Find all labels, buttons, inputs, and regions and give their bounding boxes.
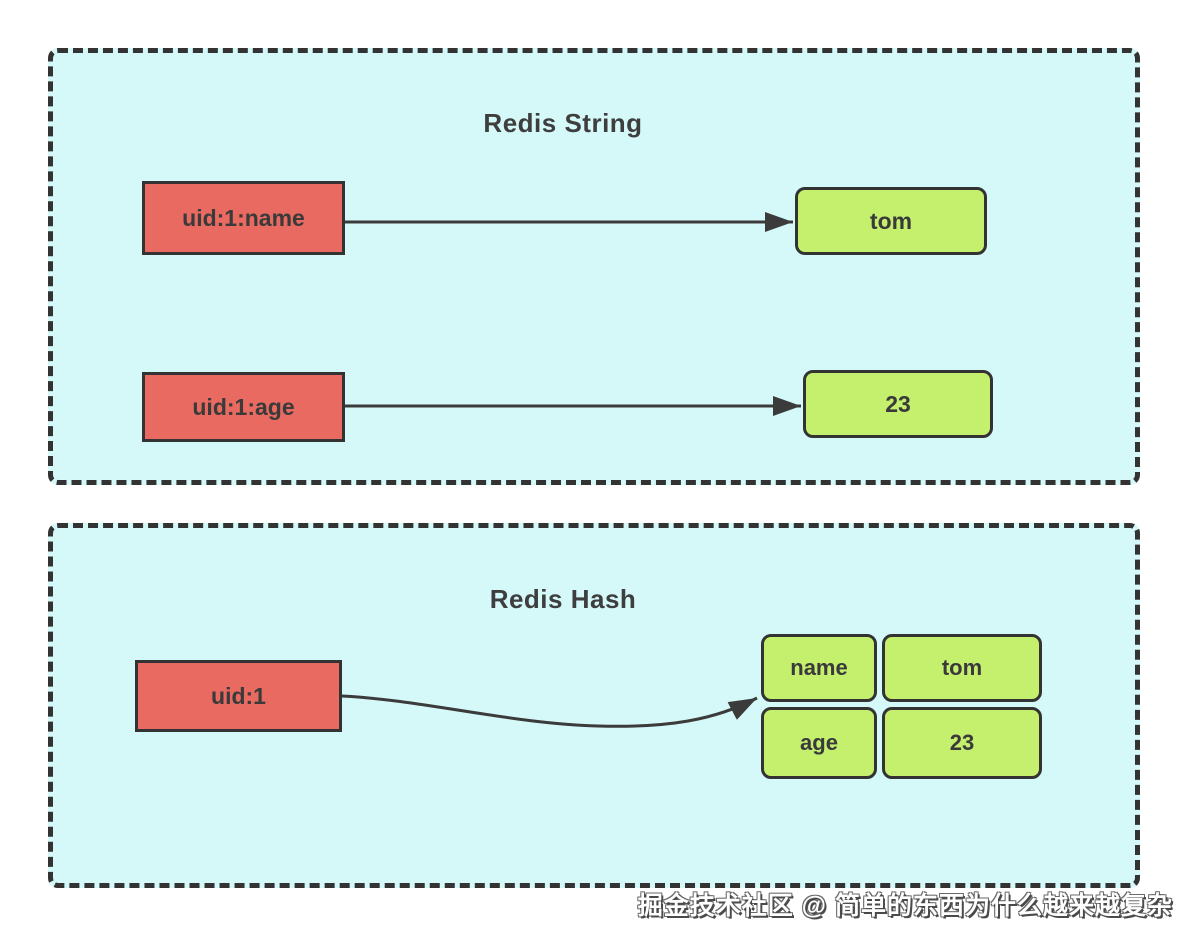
key-box-uid-1-age: uid:1:age xyxy=(142,372,345,442)
redis-hash-panel: Redis Hash uid:1 name tom age 23 xyxy=(48,523,1140,888)
value-box-tom: tom xyxy=(795,187,987,255)
key-box-uid-1-name: uid:1:name xyxy=(142,181,345,255)
hash-field-name: name xyxy=(761,634,877,702)
curved-arrow-uid1-to-hash-icon xyxy=(341,694,758,728)
value-box-23: 23 xyxy=(803,370,993,438)
redis-string-panel: Redis String uid:1:name tom uid:1:age 23 xyxy=(48,48,1140,485)
redis-hash-title: Redis Hash xyxy=(489,584,637,614)
hash-value-tom: tom xyxy=(882,634,1042,702)
key-box-uid-1: uid:1 xyxy=(135,660,342,732)
watermark-text: 掘金技术社区 @ 简单的东西为什么越来越复杂 xyxy=(637,892,1173,920)
hash-field-age: age xyxy=(761,707,877,779)
hash-value-23: 23 xyxy=(882,707,1042,779)
redis-string-title: Redis String xyxy=(483,108,643,138)
